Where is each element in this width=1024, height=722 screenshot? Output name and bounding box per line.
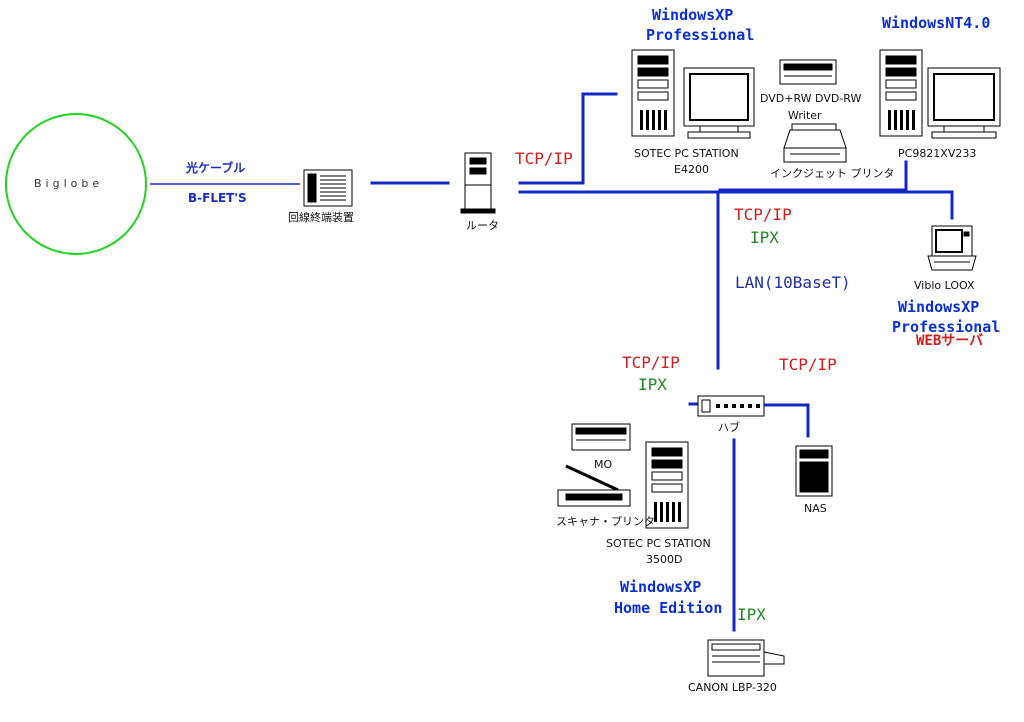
wire-router-xp-pc [518,92,618,185]
protocol-router-tcp: TCP/IP [515,149,573,168]
dvd-writer-label-line2: Writer [788,109,822,122]
web-server-label: WEBサーバ [916,333,984,349]
tower-pc-nt-icon [879,49,923,137]
printer-label: CANON LBP-320 [688,681,777,694]
internet-cloud [5,113,147,255]
pc-nt-label: PC9821XV233 [898,147,977,160]
pc-home-label-line1: SOTEC PC STATION [606,537,711,550]
protocol-printer-ipx: IPX [737,605,766,624]
mo-label: MO [594,458,613,471]
monitor-nt-icon [927,67,1001,139]
monitor-top-icon [683,67,755,139]
os-xp-pro-laptop-line2: Professional [892,318,1001,336]
pc-home-label-line2: 3500D [646,553,683,566]
onu-icon [303,169,353,207]
dvd-writer-icon [779,59,837,85]
scanner-label: スキャナ・プリンタ [556,515,655,528]
nas-icon [795,445,833,497]
inkjet-printer-label: インクジェット プリンタ [770,167,895,180]
protocol-lan-tcp: TCP/IP [734,205,792,224]
tower-pc-home-icon [645,441,689,529]
bflets-label: B-FLET'S [188,191,247,205]
mo-drive-icon [571,423,631,451]
dvd-writer-label-line1: DVD+RW DVD-RW [760,92,862,105]
os-xp-home-line2: Home Edition [614,599,723,617]
pc-top-label-line1: SOTEC PC STATION [634,147,739,160]
router-label: ルータ [466,219,499,232]
fiber-cable-label: 光ケーブル [186,161,246,175]
laser-printer-icon [707,639,785,677]
os-nt4-label: WindowsNT4.0 [882,14,991,32]
wire-nt-pc [718,160,908,192]
tower-pc-top-icon [631,49,675,137]
wire-hub-nas [762,403,810,438]
laptop-label: Viblo LOOX [914,279,975,292]
hub-label: ハブ [718,421,740,434]
hub-icon [697,395,765,417]
protocol-hub-right-tcp: TCP/IP [779,355,837,374]
protocol-hub-left-tcp: TCP/IP [622,353,680,372]
lan-name-label: LAN(10BaseT) [735,273,851,292]
inkjet-printer-icon [783,123,847,163]
os-xp-home-line1: WindowsXP [620,578,702,596]
nas-label: NAS [804,502,827,515]
internet-label: Biglobe [34,177,104,190]
os-xp-pro-top-line2: Professional [646,26,755,44]
protocol-hub-left-ipx: IPX [638,375,667,394]
os-xp-pro-laptop-line1: WindowsXP [898,298,980,316]
protocol-lan-ipx: IPX [750,228,779,247]
router-icon [460,152,496,214]
os-xp-pro-top-line1: WindowsXP [652,6,734,24]
scanner-icon [557,464,631,507]
pc-top-label-line2: E4200 [674,163,709,176]
laptop-icon [927,225,977,271]
onu-label: 回線終端装置 [288,211,354,224]
